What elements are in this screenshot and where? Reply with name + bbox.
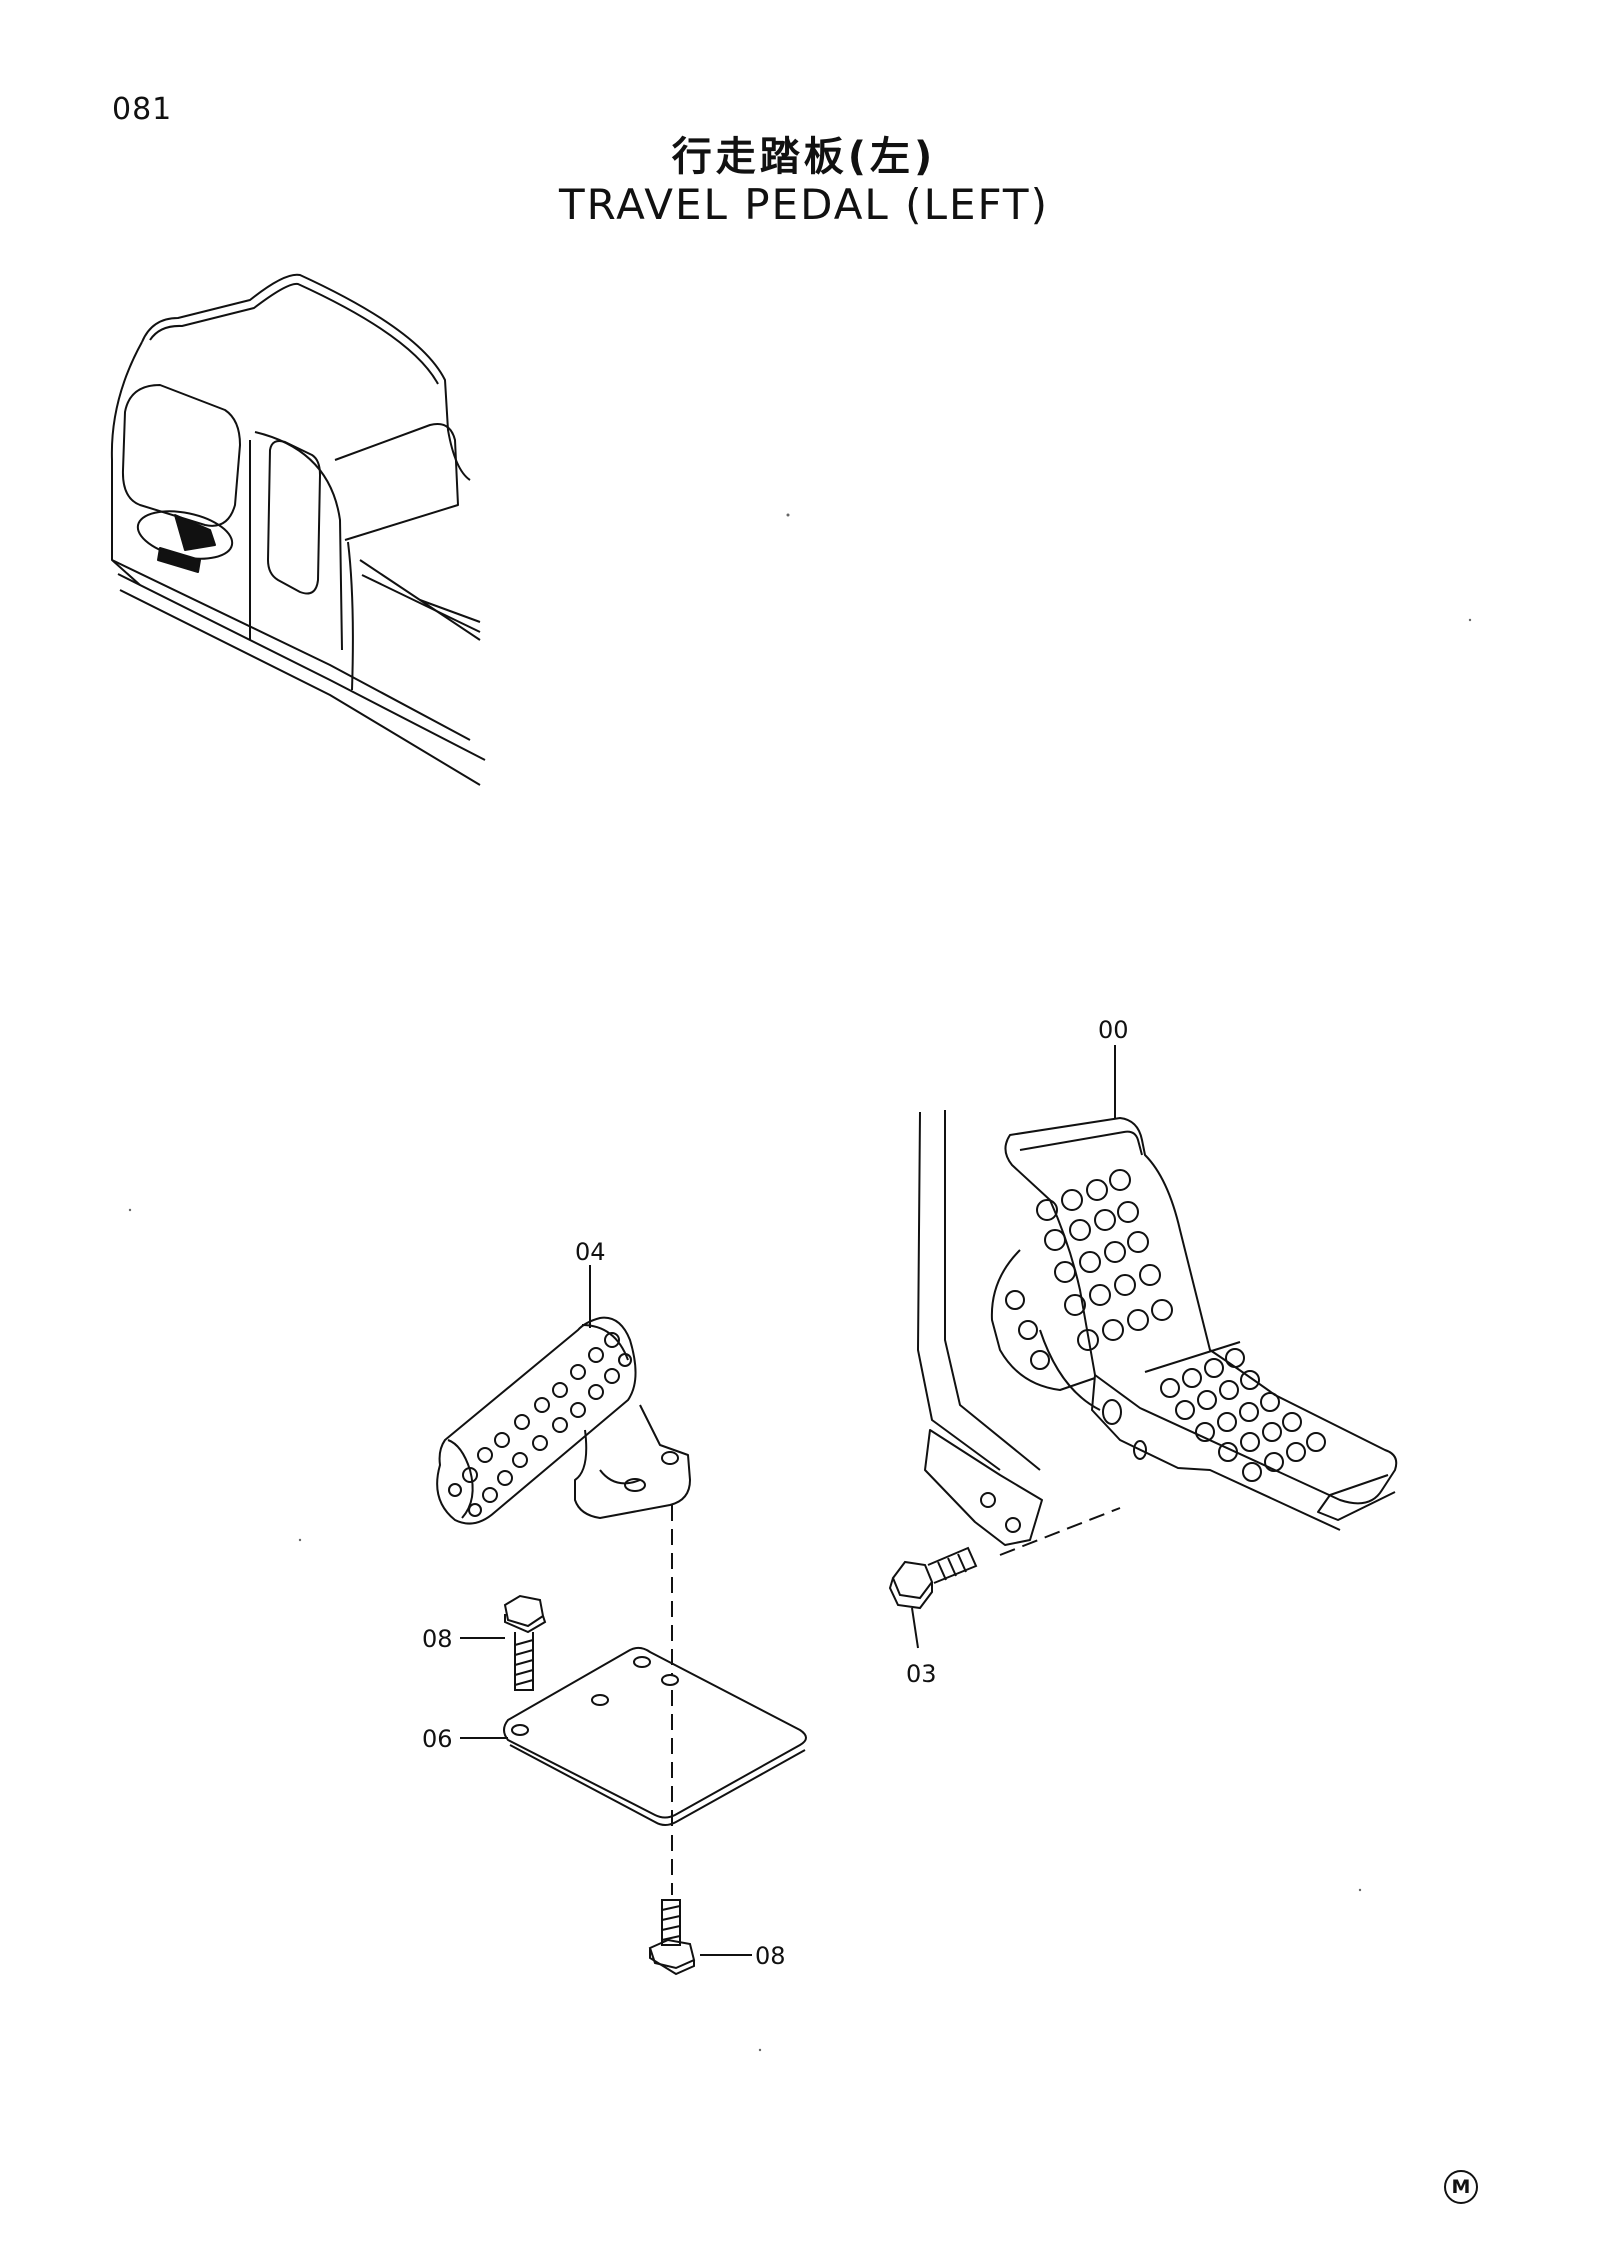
page-number: 081 <box>112 92 173 127</box>
callout-08-top: 08 <box>422 1625 453 1653</box>
cab-locator-illustration <box>110 273 486 786</box>
pedal-left-drawing <box>436 1316 691 1525</box>
callout-04: 04 <box>575 1238 606 1266</box>
title-chinese: 行走踏板(左) <box>671 134 937 180</box>
plate-drawing <box>503 1646 807 1826</box>
pedal-assembly-drawing <box>917 1110 1398 1546</box>
bolt-right-drawing <box>888 1546 978 1610</box>
bolt-top-drawing <box>503 1594 547 1691</box>
assembly-lines <box>671 1505 1121 1895</box>
title-english: TRAVEL PEDAL (LEFT) <box>559 180 1049 229</box>
scan-specks <box>128 513 1472 2052</box>
leader-lines <box>460 1045 1116 1956</box>
callout-08-bottom: 08 <box>755 1942 786 1970</box>
callout-06: 06 <box>422 1725 453 1753</box>
bolt-bottom-drawing <box>648 1899 696 1976</box>
callout-00: 00 <box>1098 1016 1129 1044</box>
manufacturer-mark: M <box>1444 2170 1478 2204</box>
callout-03: 03 <box>906 1660 937 1688</box>
